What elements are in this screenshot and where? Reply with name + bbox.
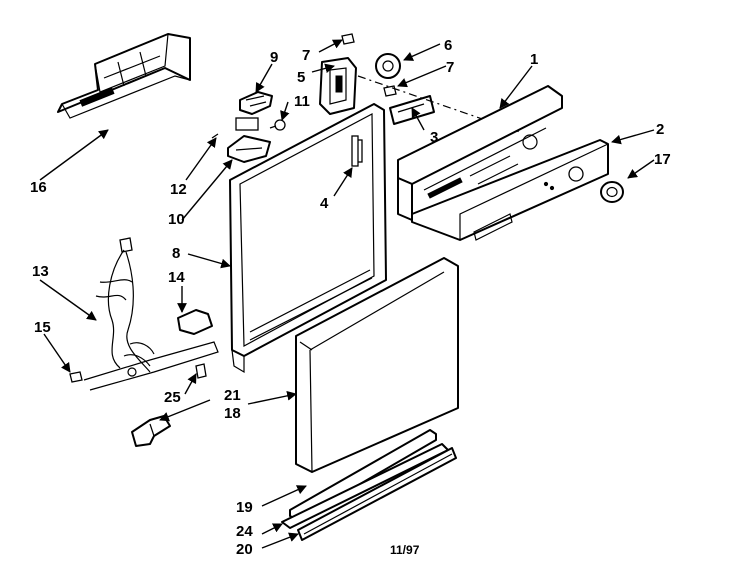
callout-13: 13 (32, 263, 49, 280)
callout-5: 5 (297, 69, 305, 86)
part-13-wire-harness (95, 237, 155, 377)
part-7-screw-upper (341, 33, 355, 45)
part-5-switch-bracket (319, 57, 357, 115)
callout-7-upper: 7 (302, 47, 310, 64)
callout-17: 17 (654, 151, 671, 168)
callout-9: 9 (270, 49, 278, 66)
part-20-kickplate (297, 447, 457, 541)
callout-15: 15 (34, 319, 51, 336)
harness-bracket (83, 341, 219, 391)
part-21-hinge (131, 415, 171, 447)
assembly-centerline (357, 75, 521, 133)
callout-2: 2 (656, 121, 664, 138)
callout-6: 6 (444, 37, 452, 54)
part-19-toe-panel (289, 429, 437, 521)
part-14-connector (177, 309, 213, 335)
part-12-strike (211, 117, 259, 139)
callout-4: 4 (320, 195, 329, 212)
callout-18: 18 (224, 405, 241, 422)
part-16-vent-assembly (57, 33, 191, 119)
callout-20: 20 (236, 541, 253, 558)
part-4-latch-bar (351, 135, 359, 167)
leader-lines (39, 39, 655, 549)
callout-11: 11 (294, 93, 310, 110)
part-7-screw-lower (383, 85, 397, 97)
part-25-clip (195, 363, 207, 379)
date-code: 11/97 (390, 543, 420, 557)
callout-3: 3 (430, 129, 438, 146)
part-10-bracket (227, 135, 271, 163)
part-11-screw (269, 119, 286, 131)
part-6-cam-knob (375, 53, 401, 79)
callout-8: 8 (172, 245, 180, 262)
callout-12: 12 (170, 181, 187, 198)
part-18-outer-door-panel (295, 257, 459, 473)
callout-19: 19 (236, 499, 253, 516)
callout-10: 10 (168, 211, 185, 228)
part-17-knob (600, 181, 624, 203)
callout-14: 14 (168, 269, 185, 286)
part-8-inner-door (229, 103, 387, 374)
callout-24: 24 (236, 523, 253, 540)
callout-25: 25 (164, 389, 181, 406)
callout-7-lower: 7 (446, 59, 454, 76)
callout-16: 16 (30, 179, 47, 196)
part-9-latch (239, 91, 273, 115)
part-2-console-trim (411, 139, 609, 241)
part-15-screw (69, 371, 83, 383)
callout-1: 1 (530, 51, 538, 68)
callout-21: 21 (224, 387, 241, 404)
